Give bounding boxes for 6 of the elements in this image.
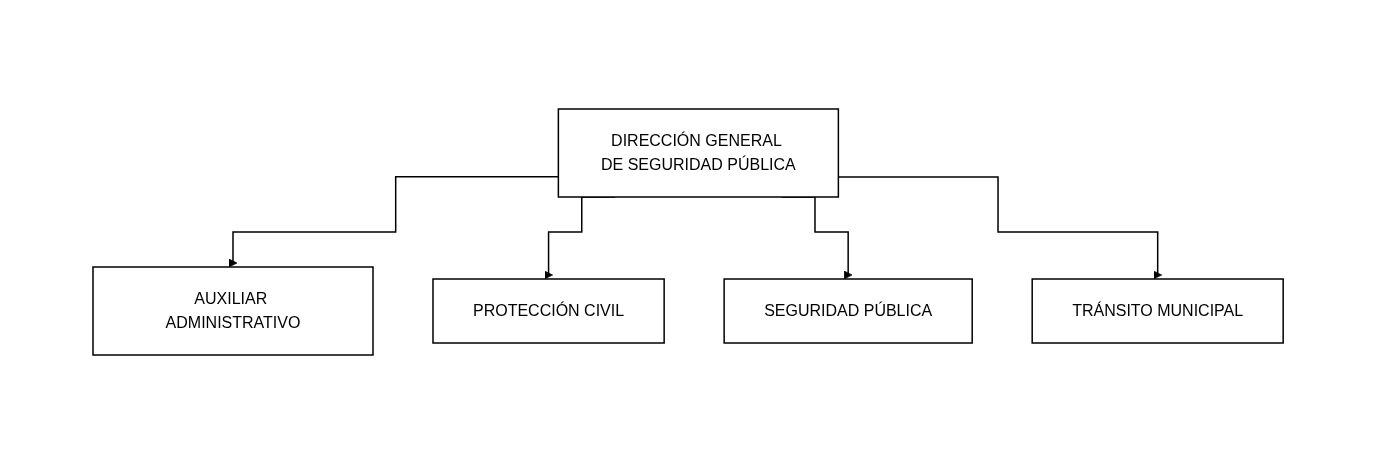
node-box: PROTECCIÓN CIVIL [432,277,665,344]
arrow [228,175,559,267]
node-box: AUXILIAR ADMINISTRATIVO [92,265,374,356]
node-box: DIRECCIÓN GENERAL DE SEGURIDAD PÚBLICA [557,107,839,198]
node-box: SEGURIDAD PÚBLICA [723,277,973,344]
node-box: TRÁNSITO MUNICIPAL [1031,277,1284,344]
